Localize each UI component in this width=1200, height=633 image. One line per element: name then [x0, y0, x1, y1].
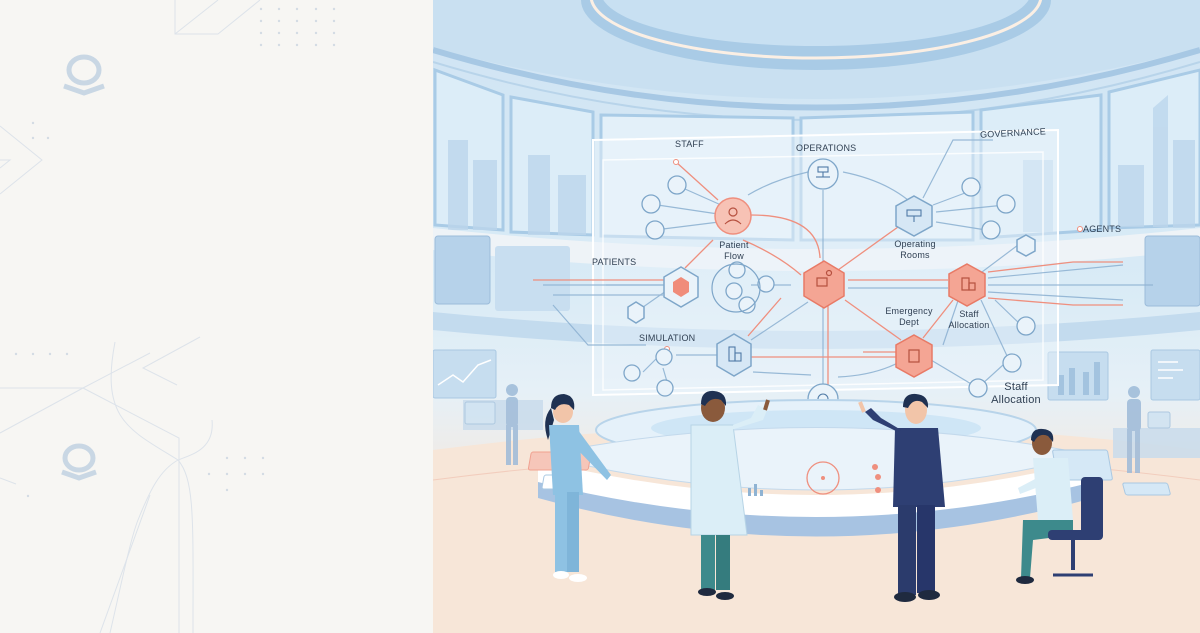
staff-allocation-secondary-line1: Staff	[1004, 381, 1028, 393]
logo-mark-icon	[63, 54, 105, 96]
central-hub-node	[803, 260, 845, 309]
simulation-node	[716, 333, 752, 377]
emergency-dept-label: Emergency Dept	[881, 306, 937, 328]
emergency-dept-label-line2: Dept	[899, 317, 919, 327]
staff-allocation-label: Staff Allocation	[941, 309, 997, 331]
patient-flow-label-line1: Patient	[719, 240, 749, 250]
operating-rooms-label-line2: Rooms	[900, 250, 930, 260]
decorative-side-panel	[0, 0, 433, 633]
staff-allocation-label-line1: Staff	[959, 309, 979, 319]
operating-rooms-label-line1: Operating	[894, 239, 936, 249]
emergency-dept-label-line1: Emergency	[885, 306, 933, 316]
doctor-figure	[690, 390, 770, 600]
logo-mark-icon	[61, 443, 97, 481]
agents-category-label: AGENTS	[1083, 224, 1122, 234]
emergency-dept-node	[895, 334, 933, 378]
operations-category-label: OPERATIONS	[796, 143, 857, 153]
simulation-category-label: SIMULATION	[639, 333, 696, 343]
operating-rooms-label: Operating Rooms	[887, 239, 943, 261]
staff-category-label: STAFF	[675, 139, 704, 149]
nurse-figure: rect	[545, 394, 611, 582]
patients-category-label: PATIENTS	[592, 257, 637, 267]
staff-allocation-secondary-line2: Allocation	[991, 394, 1041, 406]
patient-flow-label: Patient Flow	[711, 240, 757, 262]
geometric-line-pattern	[0, 0, 336, 633]
staff-allocation-secondary-label: Staff Allocation	[983, 381, 1049, 407]
staff-allocation-node	[948, 263, 986, 307]
command-center-illustration: rect	[433, 0, 1200, 633]
staff-icon-node	[667, 175, 687, 195]
operator-figure	[1016, 428, 1171, 584]
command-center-background: rect	[433, 0, 1200, 633]
administrator-figure	[858, 393, 945, 602]
staff-allocation-label-line2: Allocation	[948, 320, 990, 330]
patient-flow-label-line2: Flow	[724, 251, 744, 261]
